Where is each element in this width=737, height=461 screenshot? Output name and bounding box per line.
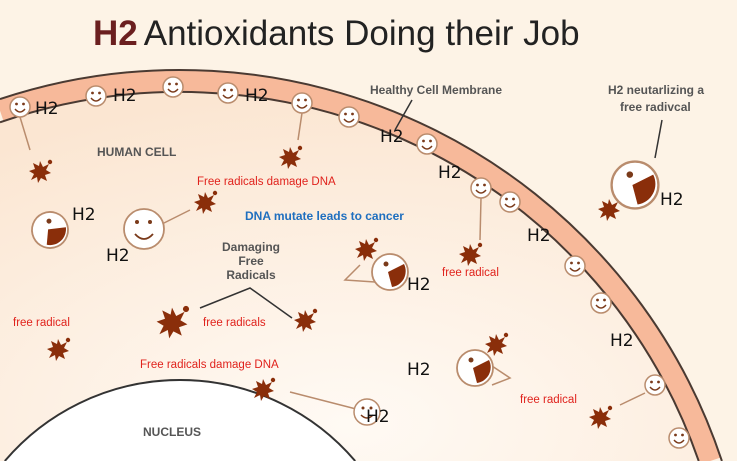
- title-prefix: H2: [93, 14, 138, 53]
- h2-molecule-free: [123, 208, 381, 426]
- pointer-lines: [199, 99, 663, 319]
- neutralizing-label-1: H2 neutarlizing a: [608, 83, 704, 97]
- neutralizing-label-2: free radivcal: [620, 100, 691, 114]
- damaging-label-2: Free: [238, 254, 264, 268]
- h2-label: H2: [72, 205, 96, 225]
- membrane-outer-edge: [0, 69, 723, 461]
- h2-label: H2: [35, 99, 59, 119]
- h2-label: H2: [106, 246, 130, 266]
- h2-label: H2: [610, 331, 634, 351]
- h2-label: H2: [407, 275, 431, 295]
- free-radical-annotation-right: free radical: [520, 394, 577, 406]
- free-radical-annotation-left: free radical: [13, 317, 70, 329]
- damaging-label-1: Damaging: [222, 240, 280, 254]
- h2-label: H2: [113, 86, 137, 106]
- damage-dna-annotation-top: Free radicals damage DNA: [197, 176, 336, 188]
- nucleus: [4, 380, 356, 461]
- h2-label: H2: [366, 407, 390, 427]
- damage-dna-annotation-bottom: Free radicals damage DNA: [140, 359, 279, 371]
- dna-mutate-annotation: DNA mutate leads to cancer: [245, 209, 404, 223]
- h2-labels: H2 H2 H2 H2 H2 H2 H2 H2 H2 H2 H2 H2 H2: [35, 86, 684, 427]
- h2-label: H2: [407, 360, 431, 380]
- h2-label: H2: [438, 163, 462, 183]
- h2-label: H2: [245, 86, 269, 106]
- h2-label: H2: [660, 190, 684, 210]
- human-cell-label: HUMAN CELL: [97, 145, 176, 159]
- membrane-label: Healthy Cell Membrane: [370, 83, 502, 97]
- free-radical-annotation-mid: free radical: [442, 267, 499, 279]
- h2-label: H2: [527, 226, 551, 246]
- nucleus-label: NUCLEUS: [143, 425, 201, 439]
- h2-label: H2: [380, 127, 404, 147]
- damaging-label-3: Radicals: [226, 268, 276, 282]
- title-rest: Antioxidants Doing their Job: [144, 14, 580, 53]
- nucleus-outline: [4, 379, 356, 461]
- grabbing-arms: [19, 112, 646, 411]
- free-radicals-annotation: free radicals: [203, 317, 266, 329]
